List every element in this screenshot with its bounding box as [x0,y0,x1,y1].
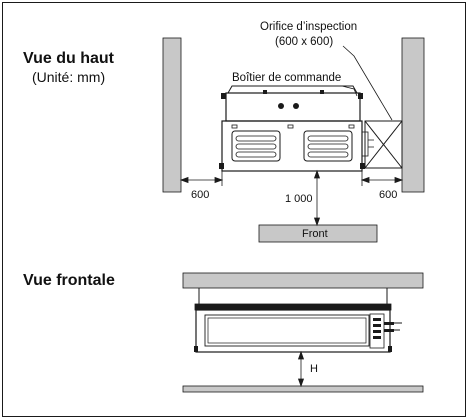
dimension-left [179,168,224,186]
dimension-front [313,169,321,227]
front-view-title: Vue frontale [23,272,115,289]
front-block [258,224,378,243]
height-label: H [310,363,318,375]
control-box-label: Boîtier de commande [232,72,342,84]
inspection-leader [342,45,393,121]
unit-front-view [194,303,392,353]
top-view-title: Vue du haut [23,50,114,67]
front-pipe-stubs [394,322,402,331]
control-box-leader [341,85,358,97]
inspection-opening [364,120,403,169]
floor-slab [182,385,424,393]
dimension-right [360,168,404,186]
hanger-brackets [219,90,365,169]
front-label: Front [302,228,328,240]
dimension-right-label: 600 [379,189,398,201]
left-wall [162,37,182,193]
unit-top-view [221,85,374,172]
dimension-front-label: 1 000 [285,193,313,205]
right-wall [401,37,425,193]
front-control-terminals [194,318,394,352]
ceiling-slab [182,272,424,289]
dimension-height [297,350,305,388]
inspection-label-line2: (600 x 600) [275,36,334,48]
dimension-left-label: 600 [191,189,210,201]
inspection-label-line1: Orifice d’inspection [260,21,358,33]
unit-label: (Unité: mm) [32,69,106,85]
